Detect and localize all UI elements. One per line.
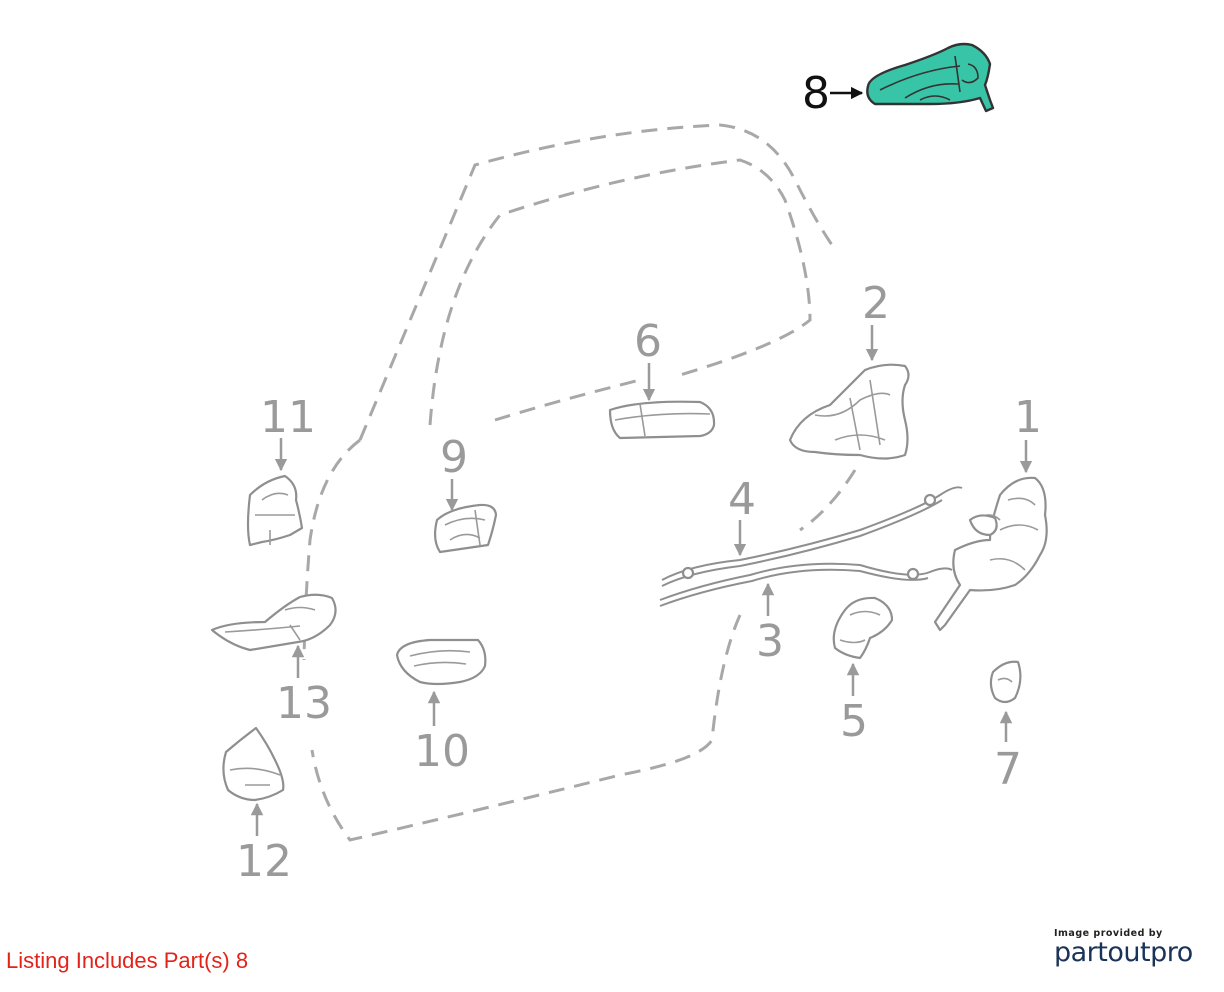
part-2[interactable] (788, 363, 910, 460)
part-5[interactable] (832, 596, 894, 660)
callout-13[interactable]: 13 (276, 678, 332, 729)
partoutpro-logo[interactable]: partoutpro (1054, 937, 1193, 968)
part-8-outside-handle[interactable] (866, 42, 995, 113)
callout-8[interactable]: 8 (802, 68, 830, 119)
part-13-check-arm[interactable] (210, 593, 337, 652)
door-outline (302, 123, 857, 842)
listing-note: Listing Includes Part(s) 8 (6, 948, 249, 973)
callout-9[interactable]: 9 (440, 432, 468, 483)
image-credit: Image provided by partoutpro (1054, 928, 1214, 968)
part-12-lower-hinge[interactable] (222, 726, 285, 802)
part-11-upper-hinge[interactable] (246, 474, 304, 547)
part-7[interactable] (989, 660, 1022, 704)
callout-6[interactable]: 6 (634, 316, 662, 367)
callout-7[interactable]: 7 (994, 744, 1022, 795)
callout-10[interactable]: 10 (414, 726, 470, 777)
callout-4[interactable]: 4 (728, 474, 756, 525)
part-9-inside-handle[interactable] (433, 503, 498, 554)
callout-3[interactable]: 3 (756, 616, 784, 667)
callout-2[interactable]: 2 (862, 278, 890, 329)
part-1-door-lock[interactable] (933, 476, 1048, 632)
callout-12[interactable]: 12 (236, 836, 292, 887)
callout-5[interactable]: 5 (840, 696, 868, 747)
callout-11[interactable]: 11 (260, 392, 316, 443)
part-6[interactable] (608, 400, 716, 440)
part-3-4-cables[interactable] (659, 486, 963, 607)
credit-caption: Image provided by (1054, 928, 1163, 939)
callout-1[interactable]: 1 (1014, 392, 1042, 443)
part-10-bezel[interactable] (395, 638, 487, 686)
